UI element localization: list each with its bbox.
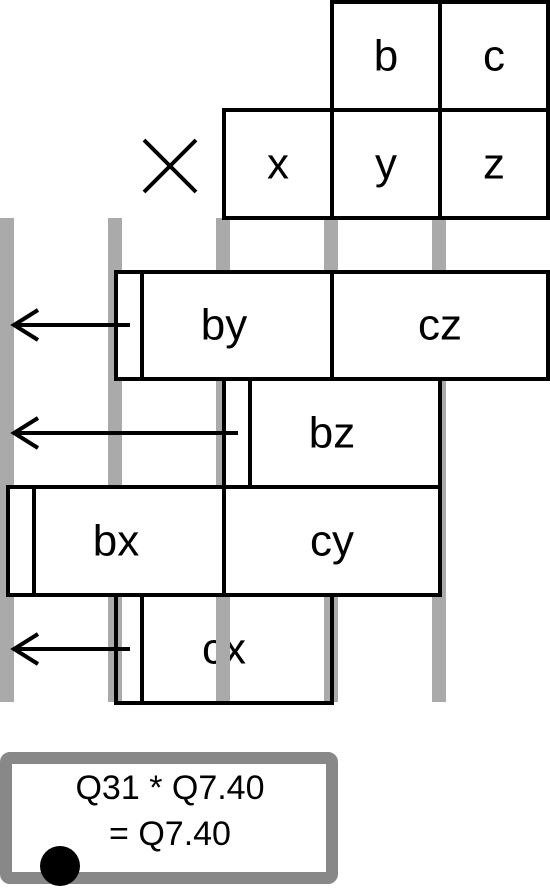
left-arrow-icon bbox=[10, 632, 130, 666]
left-arrow-icon bbox=[10, 308, 130, 342]
column-guide bbox=[0, 218, 14, 702]
partial-product-row-3: bx cy bbox=[6, 485, 442, 597]
partial-product-by: by bbox=[201, 301, 247, 350]
partial-product-row-1: by cz bbox=[114, 270, 550, 381]
multiplier-label-y: y bbox=[375, 140, 397, 189]
shift-arrows bbox=[10, 308, 238, 666]
multiplier-label-x: x bbox=[267, 140, 289, 189]
left-arrow-icon bbox=[10, 416, 238, 450]
partial-product-row-2: bz bbox=[222, 377, 442, 489]
multiplicand-label-b: b bbox=[374, 32, 398, 81]
result-box: Q31 * Q7.40 = Q7.40 bbox=[0, 752, 338, 886]
multiplicand-label-c: c bbox=[483, 32, 505, 81]
multiplicand-operand: b c bbox=[330, 0, 550, 112]
result-formula: Q31 * Q7.40 bbox=[75, 769, 264, 807]
partial-product-cy: cy bbox=[310, 517, 354, 566]
partial-product-bz: bz bbox=[309, 409, 355, 458]
multiplier-cell-z bbox=[438, 108, 550, 220]
multiplier-operand: x y z bbox=[222, 108, 550, 220]
partial-product-bx: bx bbox=[93, 517, 139, 566]
bullet-dot-icon bbox=[40, 846, 80, 886]
multiplier-label-z: z bbox=[483, 140, 505, 189]
column-guides-overlay bbox=[216, 597, 230, 701]
multiply-icon bbox=[142, 138, 198, 194]
partial-product-cz: cz bbox=[418, 301, 462, 350]
result-format: = Q7.40 bbox=[109, 815, 231, 853]
